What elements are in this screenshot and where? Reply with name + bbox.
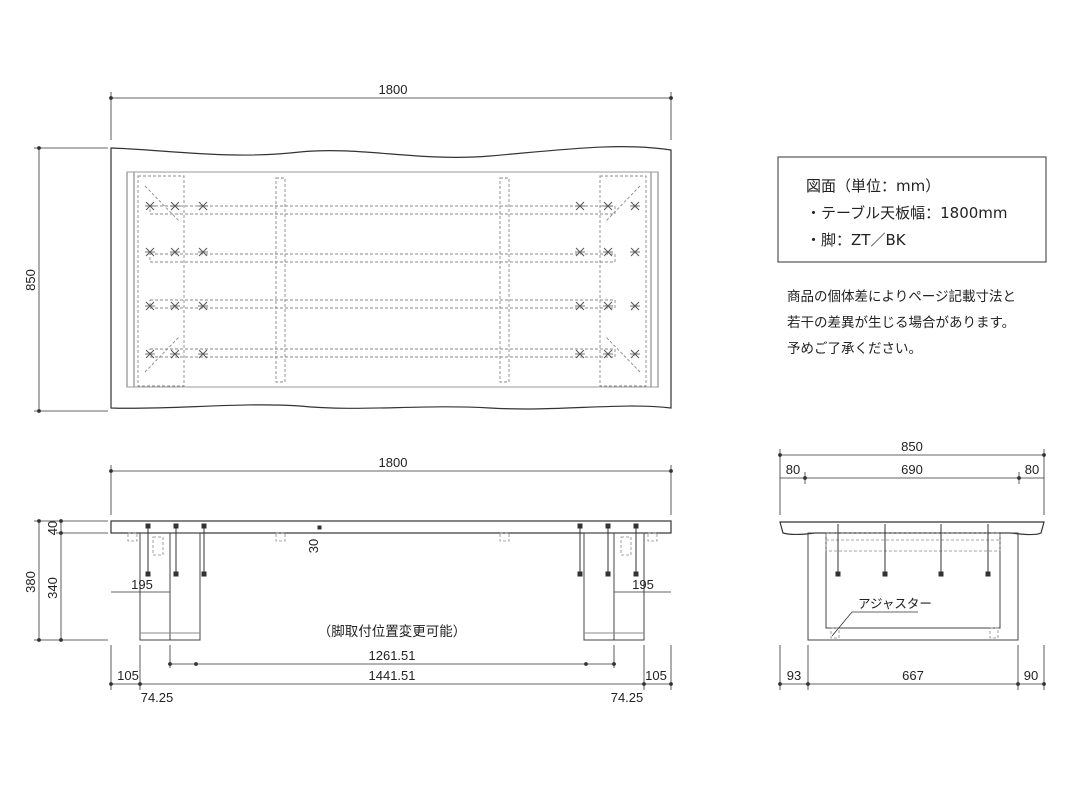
side-bottom-dimensions (778, 645, 1046, 690)
front-width-label: 1800 (379, 455, 408, 470)
info-table-width: ・テーブル天板幅：1800mm (806, 204, 1008, 222)
foot-span-label: 667 (902, 668, 924, 683)
front-bolts (145, 523, 639, 577)
info-box: 図面（単位：mm） ・テーブル天板幅：1800mm ・脚：ZT／BK (777, 156, 1047, 263)
inner-span-label: 1261.51 (369, 648, 416, 663)
plan-width-dimension (109, 92, 673, 140)
front-view: 1800 40 380 340 (23, 455, 673, 705)
notice-text: 商品の個体差によりページ記載寸法と 若干の差異が生じる場合があります。 予めご了… (787, 288, 1016, 357)
foot-left-label: 93 (787, 668, 801, 683)
leg-right-195-label: 195 (632, 577, 654, 592)
left-overhang-label: 105 (117, 668, 139, 683)
offset-30-label: 30 (306, 539, 321, 553)
hidden-rails (137, 175, 647, 387)
side-top-dimensions (778, 449, 1046, 515)
side-view: 850 80 690 80 アジャスター (778, 439, 1046, 690)
front-hidden-brackets (127, 532, 658, 556)
plan-view: 1800 850 (23, 82, 673, 413)
adjuster-leader (831, 611, 918, 637)
front-legs (139, 532, 645, 641)
leg-height-label: 340 (45, 577, 60, 599)
front-width-dimension (109, 465, 673, 515)
front-span-dimensions (109, 645, 673, 690)
foot-right-label: 90 (1024, 668, 1038, 683)
side-hidden-lines (825, 532, 1001, 639)
adjuster-label: アジャスター (858, 596, 932, 611)
side-center-label: 690 (901, 462, 923, 477)
plan-depth-label: 850 (23, 269, 38, 291)
side-depth-label: 850 (901, 439, 923, 454)
tabletop-outline (110, 146, 672, 410)
left-leg-offset-label: 74.25 (141, 690, 174, 705)
under-frame (126, 171, 659, 388)
side-frame (807, 532, 1019, 641)
side-right-margin-label: 80 (1025, 462, 1039, 477)
side-left-margin-label: 80 (786, 462, 800, 477)
side-bolts (835, 524, 991, 577)
front-height-dimensions (34, 519, 108, 642)
top-thickness-label: 40 (45, 521, 60, 535)
mount-note: （脚取付位置変更可能） (318, 623, 467, 640)
leg-left-195-label: 195 (131, 577, 153, 592)
info-leg-type: ・脚：ZT／BK (806, 231, 907, 249)
notice-line-1: 商品の個体差によりページ記載寸法と (787, 288, 1016, 305)
notice-line-2: 若干の差異が生じる場合があります。 (787, 315, 1015, 331)
front-tabletop (110, 520, 672, 534)
notice-line-3: 予めご了承ください。 (787, 341, 922, 357)
total-height-label: 380 (23, 571, 38, 593)
screw-marks (144, 201, 641, 359)
outer-span-label: 1441.51 (369, 668, 416, 683)
right-leg-offset-label: 74.25 (611, 690, 644, 705)
plan-depth-dimension (34, 146, 108, 413)
plan-width-label: 1800 (379, 82, 408, 97)
right-overhang-label: 105 (645, 668, 667, 683)
info-title: 図面（単位：mm） (806, 177, 940, 195)
